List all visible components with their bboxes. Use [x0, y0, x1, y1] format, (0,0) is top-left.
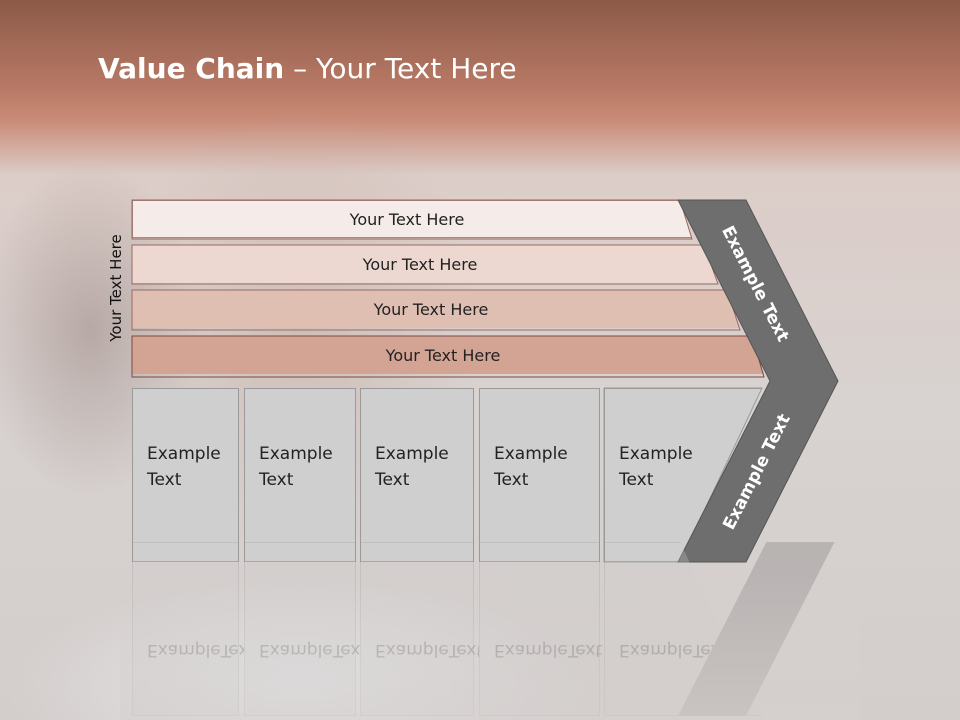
bar-1-label: Your Text Here [349, 209, 465, 229]
bar-1: Your Text Here [132, 200, 692, 238]
page-title: Value Chain – Your Text Here [98, 52, 517, 85]
bar-3-label: Your Text Here [373, 299, 489, 319]
bar-3: Your Text Here [132, 290, 740, 328]
bar-4-label: Your Text Here [385, 345, 501, 365]
bar-4: Your Text Here [132, 336, 764, 374]
bar-2-label: Your Text Here [362, 254, 478, 274]
reflection-fade [120, 566, 860, 720]
bar-2: Your Text Here [132, 245, 718, 283]
